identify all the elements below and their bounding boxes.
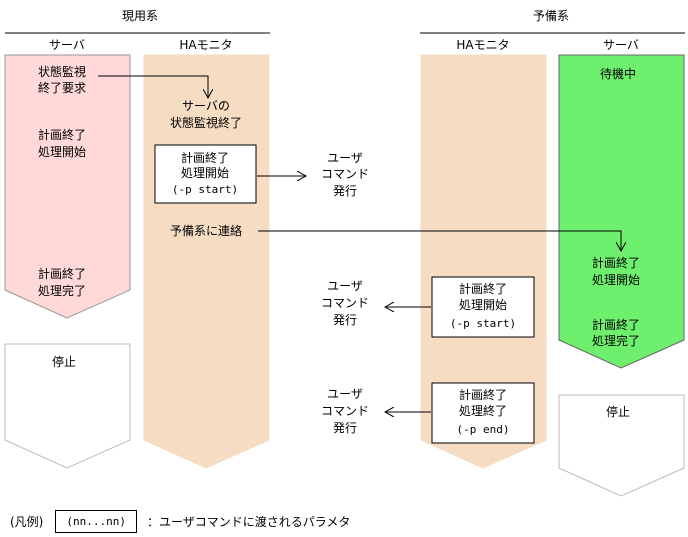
user-command-2-line3: 発行 [333, 313, 357, 327]
active-server-stopped-lane [4, 343, 131, 469]
legend-parameter-box: (nn...nn) [55, 509, 137, 533]
standby-server-step1-line1: 計画終了 [592, 255, 640, 270]
active-server-stopped: 停止 [52, 354, 76, 369]
active-ha-notify: 予備系に連絡 [170, 223, 242, 238]
standby-server-step2-line1: 計画終了 [592, 317, 640, 332]
active-ha-step1-line2: 状態監視終了 [170, 115, 242, 130]
arrow-notify-standby [258, 230, 621, 251]
active-server-step2-line1: 計画終了 [38, 127, 86, 142]
active-server-step3-line2: 処理完了 [38, 283, 86, 298]
user-command-1-line2: コマンド [321, 167, 369, 181]
active-server-lane [4, 54, 131, 319]
col-standby-ha: HAモニタ [456, 38, 509, 52]
user-command-1-line1: ユーザ [327, 151, 363, 165]
legend-description: ：ユーザコマンドに渡されるパラメタ [146, 514, 351, 529]
standby-ha-box1-line3: (-p start) [450, 317, 516, 330]
standby-ha-box1-line2: 処理開始 [459, 298, 507, 312]
user-command-1-line3: 発行 [333, 184, 357, 198]
active-server-step1-line2: 終了要求 [38, 80, 86, 95]
active-server-step2-line2: 処理開始 [38, 145, 86, 159]
arrow-monitor-end-request [98, 75, 208, 98]
user-command-3-line1: ユーザ [327, 387, 363, 401]
user-command-2-line2: コマンド [321, 296, 369, 310]
standby-server-stopped: 停止 [606, 404, 630, 419]
standby-ha-box2-line3: (-p end) [457, 423, 510, 436]
group-standby-title: 予備系 [533, 8, 569, 23]
standby-server-waiting: 待機中 [600, 66, 636, 81]
standby-ha-end-box [431, 382, 535, 444]
active-server-step3-line1: 計画終了 [38, 266, 86, 281]
standby-server-step2-line2: 処理完了 [592, 333, 640, 348]
active-ha-step1-line1: サーバの [182, 99, 230, 113]
standby-ha-box2-line2: 処理終了 [459, 403, 507, 418]
active-ha-box-line1: 計画終了 [181, 150, 229, 165]
col-active-ha: HAモニタ [179, 38, 232, 52]
user-command-3-line3: 発行 [333, 421, 357, 435]
col-active-server: サーバ [49, 38, 85, 52]
active-server-step1-line1: 状態監視 [38, 64, 86, 79]
active-ha-box-line2: 処理開始 [181, 166, 229, 180]
active-ha-command-box [154, 144, 257, 204]
user-command-2-line1: ユーザ [327, 279, 363, 293]
user-command-3-line2: コマンド [321, 404, 369, 418]
standby-server-step1-line2: 処理開始 [592, 273, 640, 287]
standby-ha-box2-line1: 計画終了 [459, 387, 507, 402]
legend-label: (凡例) [10, 514, 44, 529]
col-standby-server: サーバ [603, 38, 639, 52]
standby-ha-start-box [431, 276, 535, 338]
standby-ha-lane [420, 54, 547, 469]
standby-server-lane [558, 54, 685, 369]
standby-ha-box1-line1: 計画終了 [459, 281, 507, 296]
group-active-title: 現用系 [122, 9, 158, 23]
standby-server-stopped-lane [558, 394, 685, 497]
legend: (凡例) (nn...nn) ：ユーザコマンドに渡されるパラメタ [10, 508, 350, 534]
active-ha-box-line3: (-p start) [172, 183, 238, 196]
